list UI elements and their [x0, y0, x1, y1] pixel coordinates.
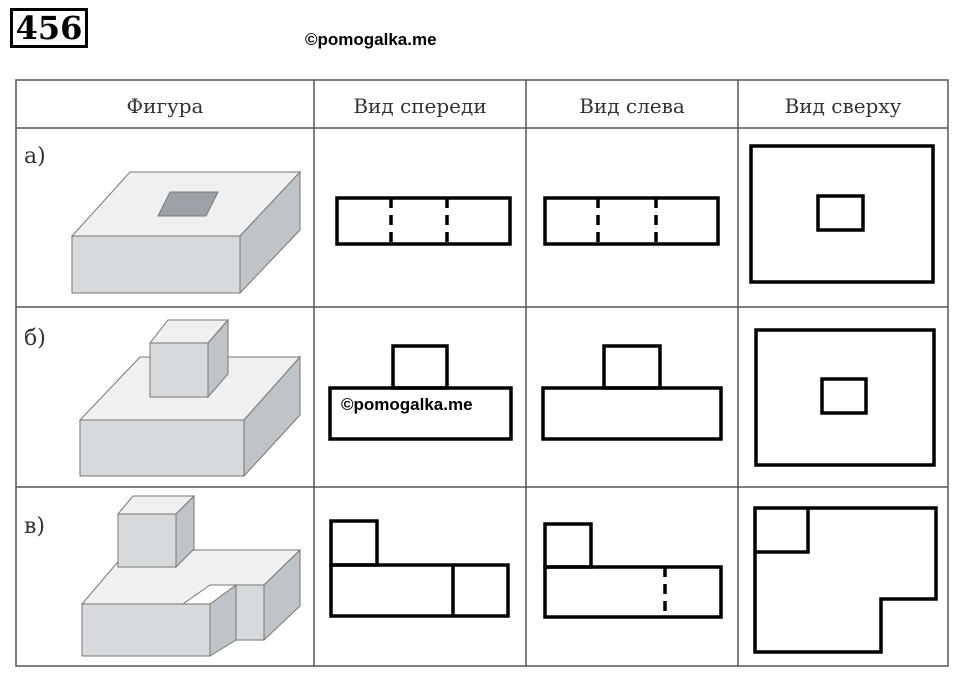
left-view-a: [543, 196, 720, 246]
solid-c: [80, 494, 302, 657]
top-view-a: [749, 144, 935, 284]
row-label-b: б): [24, 326, 46, 351]
solid-a: [70, 170, 302, 295]
exercise-number: 456: [10, 8, 88, 48]
top-view-c: [753, 506, 938, 654]
row-label-c: в): [24, 514, 45, 539]
left-view-b: [541, 344, 723, 441]
left-view-c: [543, 522, 723, 619]
front-view-a: [335, 196, 512, 246]
front-view-b: [328, 344, 513, 441]
header-figure: Фигура: [126, 94, 204, 118]
header-front-view: Вид спереди: [353, 94, 487, 118]
header-top-view: Вид сверху: [784, 94, 902, 118]
solid-b: [78, 318, 302, 478]
row-label-a: а): [24, 144, 46, 169]
table-grid: [15, 79, 949, 667]
top-view-b: [754, 328, 936, 467]
watermark-top: ©pomogalka.me: [305, 30, 437, 49]
header-left-view: Вид слева: [579, 94, 685, 118]
front-view-c: [329, 519, 510, 618]
watermark-middle: ©pomogalka.me: [341, 395, 473, 414]
